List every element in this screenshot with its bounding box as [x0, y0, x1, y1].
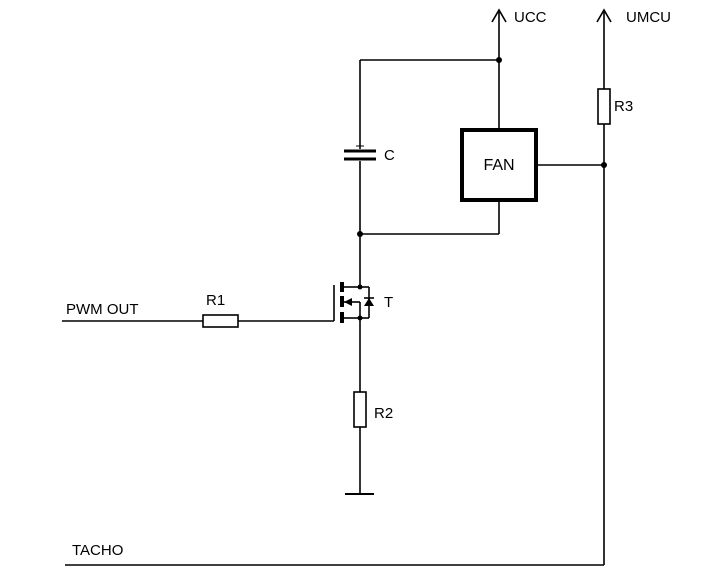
mosfet-t	[333, 282, 374, 323]
umcu-label: UMCU	[626, 9, 671, 26]
mosfet-label: T	[384, 294, 393, 311]
r3-label: R3	[614, 98, 633, 115]
tacho-label: TACHO	[72, 542, 123, 559]
capacitor-c	[344, 145, 376, 161]
fan-label: FAN	[483, 157, 514, 174]
r1-label: R1	[206, 292, 225, 309]
umcu-supply	[596, 8, 612, 89]
capacitor-label: C	[384, 147, 395, 164]
resistor-r1	[202, 314, 239, 328]
junction-top	[496, 57, 502, 63]
ucc-supply	[491, 8, 507, 130]
pwm-out-label: PWM OUT	[66, 301, 139, 318]
resistor-r2	[353, 391, 367, 428]
ucc-label: UCC	[514, 9, 547, 26]
r2-label: R2	[374, 405, 393, 422]
resistor-r3	[597, 88, 611, 125]
junction-drain	[357, 231, 363, 237]
